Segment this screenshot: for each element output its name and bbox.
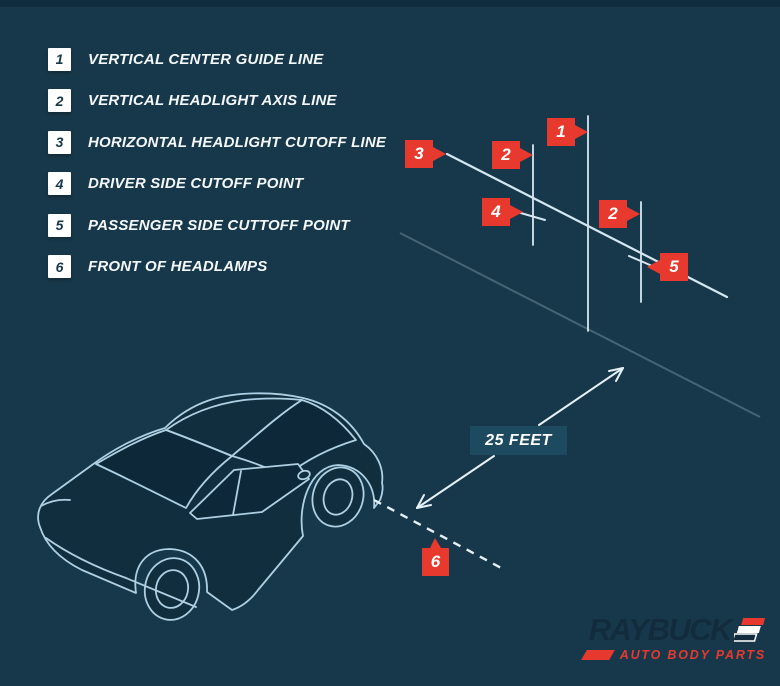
logo-emblem-icon bbox=[734, 618, 766, 642]
legend-number-badge: 1 bbox=[48, 47, 71, 71]
legend-item: 4 DRIVER SIDE CUTOFF POINT bbox=[48, 172, 386, 196]
legend-item: 1 VERTICAL CENTER GUIDE LINE bbox=[48, 47, 386, 71]
ground-line bbox=[399, 232, 761, 418]
top-accent-bar bbox=[0, 0, 780, 7]
side-windows bbox=[189, 463, 310, 520]
legend-item-label: DRIVER SIDE CUTOFF POINT bbox=[88, 175, 304, 192]
flag-number: 4 bbox=[491, 202, 501, 221]
bumper-crease bbox=[45, 537, 197, 608]
car-illustration bbox=[37, 392, 384, 621]
legend-item: 2 VERTICAL HEADLIGHT AXIS LINE bbox=[48, 89, 386, 113]
legend-item-label: VERTICAL CENTER GUIDE LINE bbox=[88, 50, 324, 68]
headlamp-plane-dashed-line bbox=[373, 498, 506, 572]
arrowhead-upper bbox=[608, 367, 624, 372]
brand-tagline: AUTO BODY PARTS bbox=[619, 648, 766, 662]
distance-label: 25 FEET bbox=[470, 426, 567, 455]
brand-logo: RAYBUCK AUTO BODY PARTS bbox=[580, 612, 766, 662]
logo-top-row: RAYBUCK bbox=[588, 612, 766, 647]
legend-number-badge: 6 bbox=[48, 255, 71, 278]
flag-number: 6 bbox=[430, 552, 441, 571]
flag-number: 3 bbox=[414, 144, 424, 163]
b-pillar bbox=[232, 470, 242, 516]
arrowhead-lower bbox=[416, 504, 432, 509]
legend: 1 VERTICAL CENTER GUIDE LINE 2 VERTICAL … bbox=[48, 47, 386, 279]
rear-wheel bbox=[143, 557, 201, 621]
side-mirror bbox=[297, 469, 311, 481]
legend-item: 5 PASSENGER SIDE CUTTOFF POINT bbox=[48, 213, 386, 237]
legend-number-badge: 5 bbox=[48, 213, 71, 237]
legend-number-badge: 4 bbox=[48, 172, 71, 195]
distance-arrow bbox=[416, 367, 624, 509]
legend-item-label: FRONT OF HEADLAMPS bbox=[88, 258, 268, 275]
flag-number: 5 bbox=[669, 257, 679, 276]
legend-number-badge: 2 bbox=[48, 89, 71, 112]
brand-name: RAYBUCK bbox=[588, 612, 733, 647]
legend-item-label: VERTICAL HEADLIGHT AXIS LINE bbox=[88, 92, 337, 109]
tail-light-line bbox=[40, 498, 71, 507]
tagline-red-bar bbox=[580, 650, 615, 660]
legend-number-badge: 3 bbox=[48, 130, 71, 154]
flag-number: 2 bbox=[501, 145, 511, 164]
legend-item-label: PASSENGER SIDE CUTTOFF POINT bbox=[88, 216, 350, 234]
flag-number: 2 bbox=[608, 204, 618, 223]
front-wheel bbox=[311, 466, 365, 528]
logo-bottom-row: AUTO BODY PARTS bbox=[580, 648, 766, 662]
legend-item-label: HORIZONTAL HEADLIGHT CUTOFF LINE bbox=[88, 133, 387, 151]
legend-item: 6 FRONT OF HEADLAMPS bbox=[48, 255, 386, 279]
legend-item: 3 HORIZONTAL HEADLIGHT CUTOFF LINE bbox=[48, 130, 386, 154]
flag-number: 1 bbox=[556, 122, 566, 141]
